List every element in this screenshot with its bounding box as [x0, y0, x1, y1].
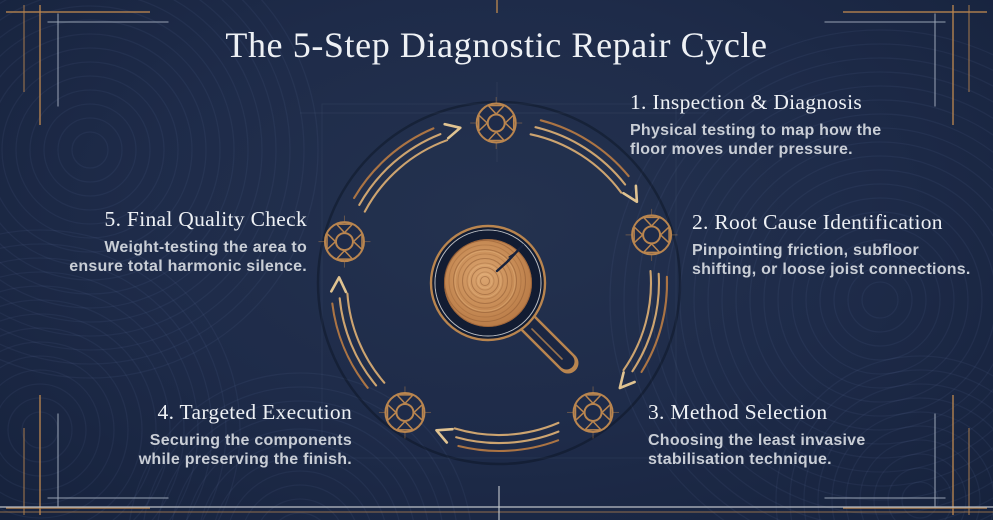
cycle-arrow-arc — [329, 276, 386, 389]
step-node-icon — [567, 386, 620, 439]
cycle-arrow-arc — [618, 270, 669, 390]
step-3-line-1: Choosing the least invasive — [648, 432, 866, 449]
cycle-arrow-arc — [353, 122, 462, 213]
step-1-block: 1. Inspection & Diagnosis Physical testi… — [630, 90, 881, 159]
infographic-title: The 5-Step Diagnostic Repair Cycle — [225, 25, 768, 65]
step-2-block: 2. Root Cause Identification Pinpointing… — [692, 210, 971, 279]
step-1-line-1: Physical testing to map how the — [630, 122, 882, 139]
step-4-block: 4. Targeted Execution Securing the compo… — [139, 400, 352, 469]
step-2-heading: 2. Root Cause Identification — [692, 210, 943, 234]
corner-ornament — [6, 5, 169, 125]
step-5-line-1: Weight-testing the area to — [104, 239, 307, 256]
magnifier-wood-icon — [429, 224, 579, 374]
step-5-heading: 5. Final Quality Check — [104, 207, 307, 231]
step-node-icon — [625, 208, 678, 261]
step-node-icon — [470, 97, 523, 150]
step-1-line-2: floor moves under pressure. — [630, 141, 853, 159]
step-3-heading: 3. Method Selection — [648, 400, 828, 424]
cycle-arrow-arc — [529, 119, 639, 204]
step-5-block: 5. Final Quality Check Weight-testing th… — [69, 207, 307, 276]
step-3-line-2: stabilisation technique. — [648, 451, 832, 469]
step-4-line-2: while preserving the finish. — [138, 451, 352, 469]
step-2-line-2: shifting, or loose joist connections. — [692, 261, 971, 279]
step-4-heading: 4. Targeted Execution — [157, 400, 352, 424]
step-3-block: 3. Method Selection Choosing the least i… — [648, 400, 865, 469]
step-2-line-1: Pinpointing friction, subfloor — [692, 242, 920, 259]
step-1-heading: 1. Inspection & Diagnosis — [630, 90, 863, 114]
step-node-icon — [318, 215, 371, 268]
step-5-line-2: ensure total harmonic silence. — [69, 258, 307, 276]
corner-ornament — [824, 5, 987, 125]
corner-ornament — [824, 395, 987, 515]
step-4-line-1: Securing the components — [149, 432, 352, 449]
corner-ornament — [6, 395, 169, 515]
cycle-arrow-arc — [435, 421, 560, 453]
step-node-icon — [378, 386, 431, 439]
